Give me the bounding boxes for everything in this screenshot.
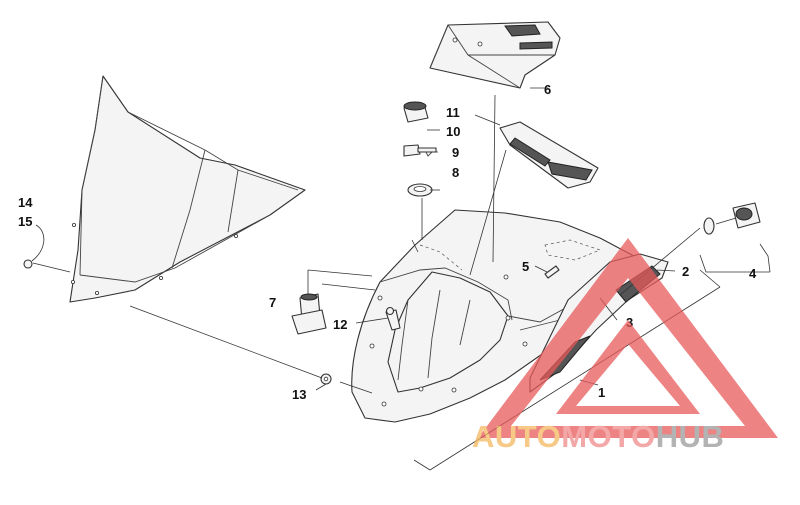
callout-14: 14 (18, 195, 33, 210)
callout-9: 9 (452, 145, 459, 160)
callout-6: 6 (544, 82, 551, 97)
callout-10: 10 (446, 124, 460, 139)
watermark-word-auto: AUTO (472, 419, 561, 454)
callout-7: 7 (269, 295, 276, 310)
callout-4: 4 (749, 266, 757, 281)
callout-13: 13 (292, 387, 306, 402)
svg-text:AUTOMOTOHUB: AUTOMOTOHUB (472, 419, 724, 454)
watermark-word-hub: HUB (656, 419, 725, 454)
callout-5: 5 (522, 259, 529, 274)
ignition-bezel (407, 183, 433, 197)
windshield-screw (23, 224, 71, 273)
callout-8: 8 (452, 165, 459, 180)
ignition-cap (403, 101, 429, 123)
callout-15: 15 (18, 214, 32, 229)
watermark-inner-triangle (556, 320, 700, 414)
front-fairing (351, 209, 653, 423)
connector-plug (291, 293, 327, 335)
power-socket-kit (703, 202, 761, 235)
instrument-module (499, 121, 599, 189)
windshield (69, 75, 306, 303)
grommet-nut (320, 373, 332, 385)
callout-2: 2 (682, 264, 689, 279)
top-cover (429, 21, 561, 89)
callout-11: 11 (446, 105, 460, 120)
watermark-logo: AUTOMOTOHUB (472, 238, 778, 454)
fairing-bolt (544, 265, 560, 279)
callout-12: 12 (333, 317, 347, 332)
callout-1: 1 (598, 385, 605, 400)
ignition-key (403, 144, 437, 157)
fairing-screw (385, 306, 401, 331)
watermark-word-moto: MOTO (561, 419, 655, 454)
watermark-triangle (478, 238, 778, 438)
